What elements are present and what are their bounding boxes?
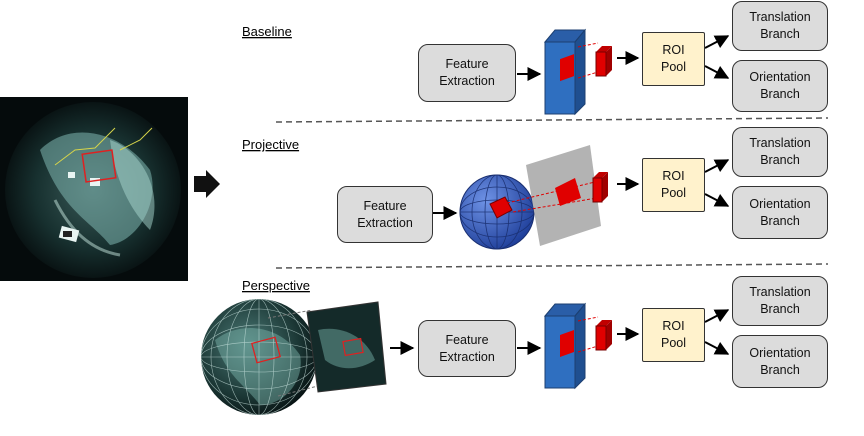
feature-extraction-box-perspective: Feature Extraction [418, 320, 516, 377]
orientation-branch-box-projective: Orientation Branch [732, 186, 828, 239]
section-title-projective: Projective [242, 137, 299, 152]
roi-pool-label: ROI Pool [660, 169, 687, 200]
feature-extraction-box-baseline: Feature Extraction [418, 44, 516, 102]
separator-2 [275, 263, 829, 269]
section-title-perspective: Perspective [242, 278, 310, 293]
roi-feature-block [595, 51, 607, 77]
translation-branch-label: Translation Branch [749, 10, 811, 41]
translation-branch-label: Translation Branch [749, 136, 811, 167]
input-fisheye-image [0, 97, 188, 281]
translation-branch-box-perspective: Translation Branch [732, 276, 828, 326]
perspective-row [201, 299, 730, 415]
main-arrow-icon [194, 170, 220, 198]
feature-extraction-label: Feature Extraction [357, 198, 413, 230]
roi-pool-box-baseline: ROI Pool [642, 32, 705, 86]
roi-pool-box-projective: ROI Pool [642, 158, 705, 212]
feature-extraction-label: Feature Extraction [439, 332, 495, 364]
projective-row [433, 145, 730, 250]
translation-branch-box-projective: Translation Branch [732, 127, 828, 177]
orientation-branch-label: Orientation Branch [749, 70, 811, 101]
translation-branch-box-baseline: Translation Branch [732, 1, 828, 51]
separator-1 [275, 117, 829, 123]
globe-image [201, 299, 317, 415]
roi-pool-label: ROI Pool [660, 43, 687, 74]
orientation-branch-box-baseline: Orientation Branch [732, 60, 828, 112]
roi-pool-box-perspective: ROI Pool [642, 308, 705, 362]
feature-extraction-box-projective: Feature Extraction [337, 186, 433, 243]
orientation-branch-box-perspective: Orientation Branch [732, 335, 828, 388]
orientation-branch-label: Orientation Branch [749, 196, 811, 228]
feature-extraction-label: Feature Extraction [439, 57, 495, 88]
translation-branch-label: Translation Branch [749, 285, 811, 316]
orientation-branch-label: Orientation Branch [749, 345, 811, 377]
baseline-row [517, 28, 730, 116]
roi-pool-label: ROI Pool [660, 319, 687, 350]
section-title-baseline: Baseline [242, 24, 292, 39]
